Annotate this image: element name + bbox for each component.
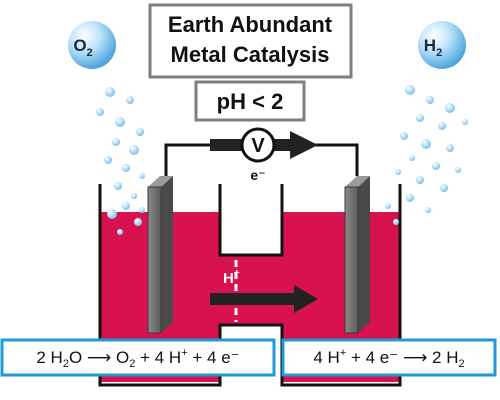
- anode-equation-box: [0, 338, 276, 377]
- electron-label: e⁻: [250, 167, 265, 183]
- anode-equation: 2 H2O ⟶ O2 + 4 H+ + 4 e⁻: [36, 347, 239, 370]
- oxygen-bubble: [68, 21, 116, 69]
- title-line-2: Metal Catalysis: [171, 42, 330, 67]
- proton-label: H+: [223, 268, 240, 287]
- voltmeter: [240, 127, 276, 163]
- title-box: [148, 3, 353, 79]
- bubbles-right: [385, 85, 468, 225]
- bubbles-left: [96, 87, 145, 235]
- voltmeter-symbol: V: [251, 135, 265, 157]
- cathode-electrode: [344, 176, 370, 334]
- hydrogen-label: H2: [424, 36, 442, 59]
- cathode-equation: 4 H+ + 4 e⁻ ⟶ 2 H2: [313, 347, 464, 370]
- title-line-1: Earth Abundant: [168, 12, 333, 37]
- condition-box: [194, 80, 306, 122]
- oxygen-label: O2: [73, 36, 92, 59]
- cathode-equation-box: [281, 338, 497, 377]
- proton-arrow: [210, 285, 318, 313]
- anode-electrode: [147, 176, 173, 334]
- hydrogen-bubble: [418, 21, 466, 69]
- condition-label: pH < 2: [217, 89, 284, 114]
- cell-outline: [98, 184, 402, 387]
